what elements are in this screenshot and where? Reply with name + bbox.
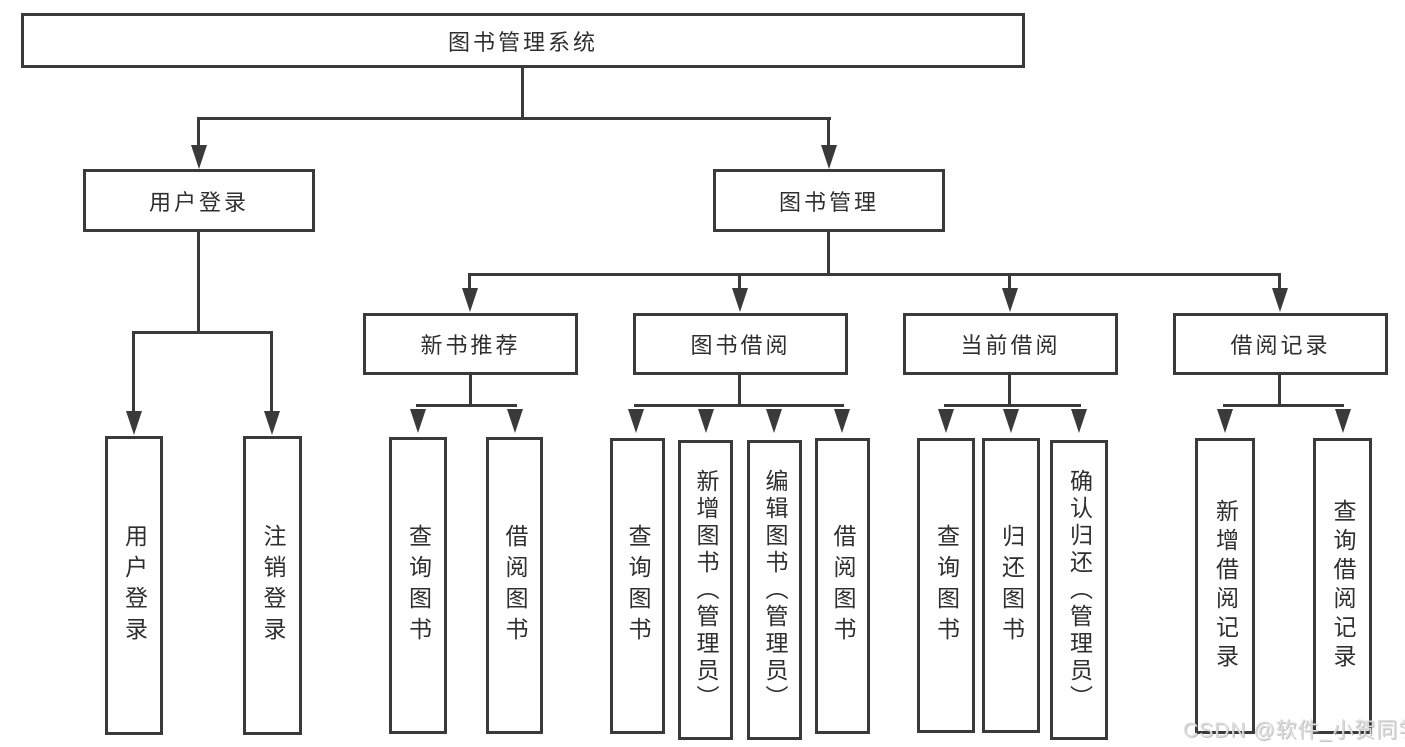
- leaf-borrow-borrow-books-label: 借阅图书: [830, 524, 856, 648]
- node-book-management-label: 图书管理: [778, 189, 879, 215]
- leaf-confirm-return-admin-label: 确认归还（管理员）: [1066, 468, 1093, 712]
- leaf-current-query-books: 查询图书: [917, 438, 975, 733]
- connector-bookmgmt-stem: [827, 232, 830, 275]
- leaf-recommend-query-books-label: 查询图书: [405, 523, 432, 648]
- leaf-query-borrow-record: 查询借阅记录: [1313, 438, 1372, 734]
- leaf-user-login-label: 用户登录: [121, 523, 148, 648]
- leaf-edit-books-admin-label: 编辑图书（管理员）: [762, 468, 788, 712]
- leaf-recommend-borrow-books: 借阅图书: [486, 437, 543, 734]
- connector-bookmgmt-drop4: [1278, 275, 1281, 290]
- arrow-down-icon: [732, 288, 748, 312]
- leaf-confirm-return-admin: 确认归还（管理员）: [1050, 440, 1108, 740]
- arrow-down-icon: [1217, 409, 1233, 433]
- leaf-return-books: 归还图书: [982, 438, 1040, 733]
- arrow-down-icon: [1272, 288, 1288, 312]
- node-book-management: 图书管理: [713, 169, 945, 232]
- connector-userlogin-drop-right: [270, 333, 273, 413]
- connector-borrowing-branch: [634, 404, 844, 407]
- connector-current-branch: [944, 404, 1081, 407]
- node-root-label: 图书管理系统: [447, 29, 598, 55]
- connector-root-stem: [521, 68, 524, 119]
- leaf-borrow-query-books: 查询图书: [610, 438, 665, 734]
- leaf-query-borrow-record-label: 查询借阅记录: [1330, 499, 1356, 673]
- arrow-down-icon: [462, 288, 478, 312]
- arrow-down-icon: [1071, 409, 1087, 433]
- arrow-down-icon: [766, 409, 782, 433]
- connector-borrowing-stem: [738, 375, 741, 406]
- connector-current-stem: [1008, 375, 1011, 406]
- node-current-borrowing-label: 当前借阅: [960, 333, 1061, 358]
- node-new-book-recommendation-label: 新书推荐: [420, 333, 521, 358]
- leaf-add-books-admin-label: 新增图书（管理员）: [693, 468, 719, 712]
- leaf-logout: 注销登录: [243, 436, 302, 735]
- leaf-logout-label: 注销登录: [260, 523, 286, 648]
- node-borrowing-records-label: 借阅记录: [1230, 333, 1331, 358]
- connector-bookmgmt-drop3: [1008, 275, 1011, 290]
- node-new-book-recommendation: 新书推荐: [363, 313, 578, 375]
- arrow-down-icon: [821, 145, 837, 169]
- leaf-recommend-query-books: 查询图书: [389, 437, 447, 734]
- leaf-borrow-query-books-label: 查询图书: [625, 524, 651, 648]
- arrow-down-icon: [628, 409, 644, 433]
- leaf-add-borrow-record: 新增借阅记录: [1195, 438, 1255, 734]
- arrow-down-icon: [834, 409, 850, 433]
- leaf-current-query-books-label: 查询图书: [933, 523, 960, 648]
- connector-recommend-stem: [469, 375, 472, 406]
- leaf-edit-books-admin: 编辑图书（管理员）: [747, 440, 802, 740]
- leaf-recommend-borrow-books-label: 借阅图书: [502, 523, 528, 648]
- node-book-borrowing: 图书借阅: [633, 313, 848, 375]
- connector-userlogin-branch: [132, 331, 273, 334]
- connector-recommend-branch: [416, 404, 517, 407]
- connector-records-stem: [1278, 375, 1281, 406]
- arrow-down-icon: [698, 409, 714, 433]
- connector-root-drop-left: [197, 119, 200, 148]
- node-book-borrowing-label: 图书借阅: [690, 333, 791, 358]
- connector-records-branch: [1223, 404, 1344, 407]
- arrow-down-icon: [264, 411, 280, 435]
- leaf-user-login: 用户登录: [105, 436, 163, 735]
- leaf-add-borrow-record-label: 新增借阅记录: [1212, 499, 1239, 673]
- connector-root-branch: [197, 117, 831, 120]
- node-borrowing-records: 借阅记录: [1173, 313, 1388, 375]
- arrow-down-icon: [1335, 409, 1351, 433]
- arrow-down-icon: [410, 409, 426, 433]
- connector-root-drop-right: [827, 119, 830, 148]
- connector-userlogin-drop-left: [132, 333, 135, 413]
- arrow-down-icon: [1002, 288, 1018, 312]
- leaf-borrow-borrow-books: 借阅图书: [815, 438, 870, 734]
- node-current-borrowing: 当前借阅: [903, 313, 1118, 375]
- connector-bookmgmt-drop1: [468, 275, 471, 290]
- csdn-watermark: CSDN @软件_小贺同学: [1183, 719, 1405, 742]
- arrow-down-icon: [938, 409, 954, 433]
- leaf-return-books-label: 归还图书: [998, 523, 1025, 648]
- connector-userlogin-stem: [197, 232, 200, 333]
- node-user-login: 用户登录: [83, 169, 315, 232]
- leaf-add-books-admin: 新增图书（管理员）: [678, 440, 733, 740]
- arrow-down-icon: [1003, 409, 1019, 433]
- arrow-down-icon: [126, 411, 142, 435]
- node-root: 图书管理系统: [21, 13, 1025, 68]
- connector-bookmgmt-drop2: [738, 275, 741, 290]
- connector-bookmgmt-branch: [468, 273, 1281, 276]
- arrow-down-icon: [507, 409, 523, 433]
- node-user-login-label: 用户登录: [148, 189, 249, 215]
- arrow-down-icon: [191, 145, 207, 169]
